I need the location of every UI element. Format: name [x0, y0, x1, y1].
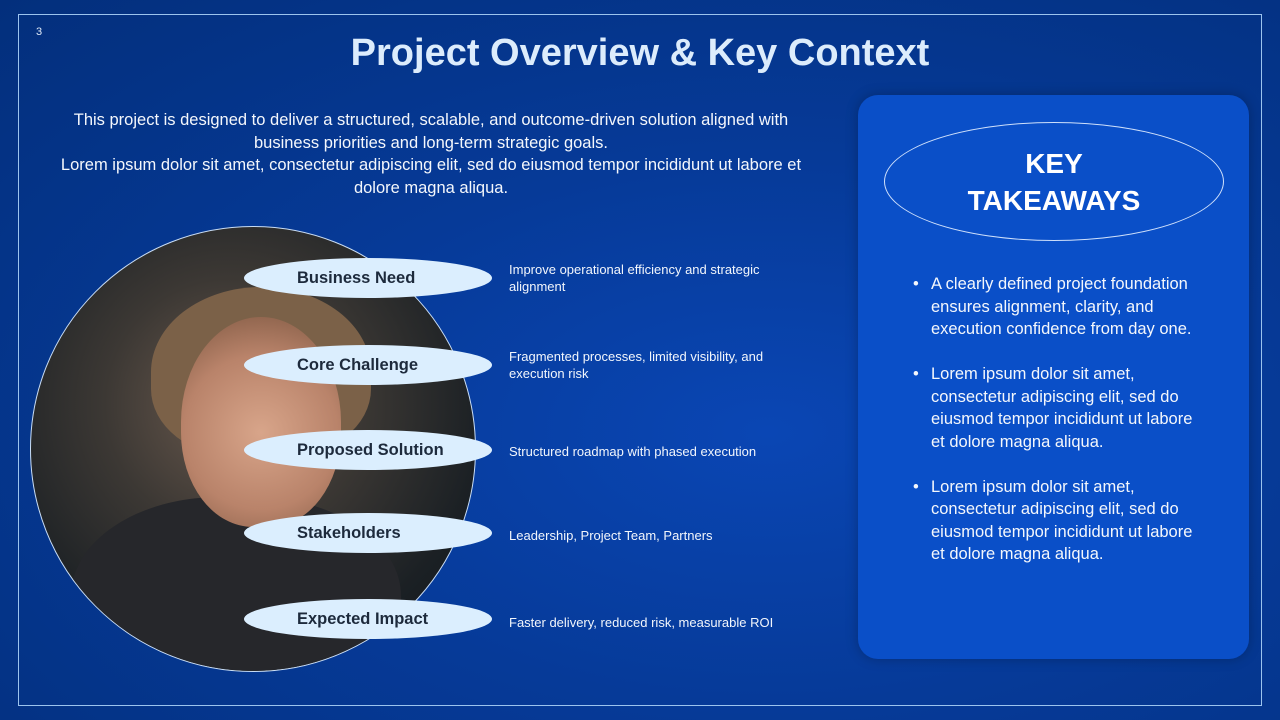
intro-paragraph: This project is designed to deliver a st… — [73, 111, 789, 152]
takeaway-item: A clearly defined project foundation ens… — [913, 273, 1203, 341]
pill-core-challenge: Core Challenge — [244, 345, 492, 385]
heading-line: TAKEAWAYS — [967, 184, 1141, 216]
page-title: Project Overview & Key Context — [350, 32, 930, 74]
takeaway-item: Lorem ipsum dolor sit amet, consectetur … — [913, 363, 1203, 453]
desc-business-need: Improve operational efficiency and strat… — [509, 262, 760, 294]
key-takeaways-heading: KEY TAKEAWAYS — [884, 122, 1224, 241]
desc-proposed-solution: Structured roadmap with phased execution — [509, 444, 757, 459]
heading-line: KEY — [1025, 147, 1083, 179]
desc-expected-impact: Faster delivery, reduced risk, measurabl… — [509, 615, 774, 630]
takeaway-list: A clearly defined project foundation ens… — [913, 273, 1203, 588]
desc-stakeholders: Leadership, Project Team, Partners — [509, 528, 713, 543]
desc-core-challenge: Fragmented processes, limited visibility… — [509, 349, 764, 381]
key-takeaways-card: KEY TAKEAWAYS A clearly defined project f… — [858, 95, 1249, 659]
pill-proposed-solution: Proposed Solution — [244, 430, 492, 470]
pill-expected-impact: Expected Impact — [244, 599, 492, 639]
slide-number: 3 — [36, 26, 43, 38]
intro-text: This project is designed to deliver a st… — [40, 109, 822, 199]
pill-stakeholders: Stakeholders — [244, 513, 492, 553]
intro-paragraph: Lorem ipsum dolor sit amet, consectetur … — [60, 156, 802, 197]
pill-business-need: Business Need — [244, 258, 492, 298]
slide-frame — [18, 14, 1262, 706]
takeaway-item: Lorem ipsum dolor sit amet, consectetur … — [913, 476, 1203, 566]
